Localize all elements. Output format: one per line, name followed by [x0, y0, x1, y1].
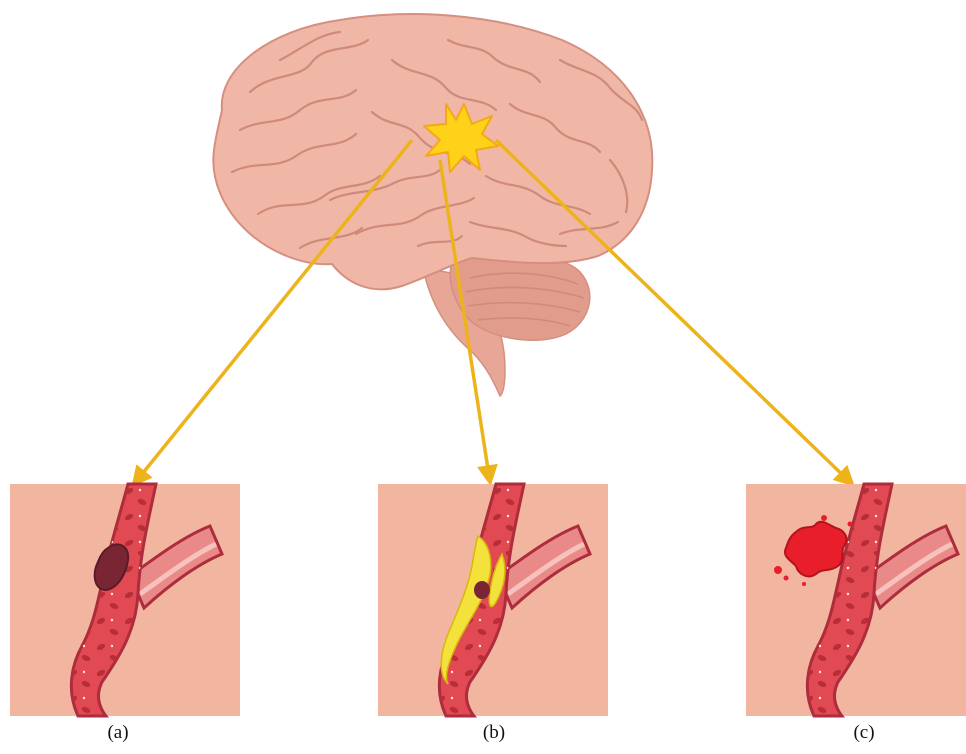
blood-droplet [802, 582, 806, 586]
blood-droplet [821, 515, 827, 521]
panel-b-caption: (b) [434, 721, 554, 745]
clot [474, 581, 490, 599]
panel-b [378, 484, 608, 716]
blood-droplet [784, 576, 789, 581]
panel-c-caption: (c) [804, 721, 924, 745]
panel-a-caption: (a) [58, 721, 178, 745]
blood-droplet [848, 522, 853, 527]
panel-a [10, 484, 240, 716]
blood-droplet [774, 566, 782, 574]
panel-c [746, 484, 966, 716]
brain-illustration [213, 14, 652, 396]
